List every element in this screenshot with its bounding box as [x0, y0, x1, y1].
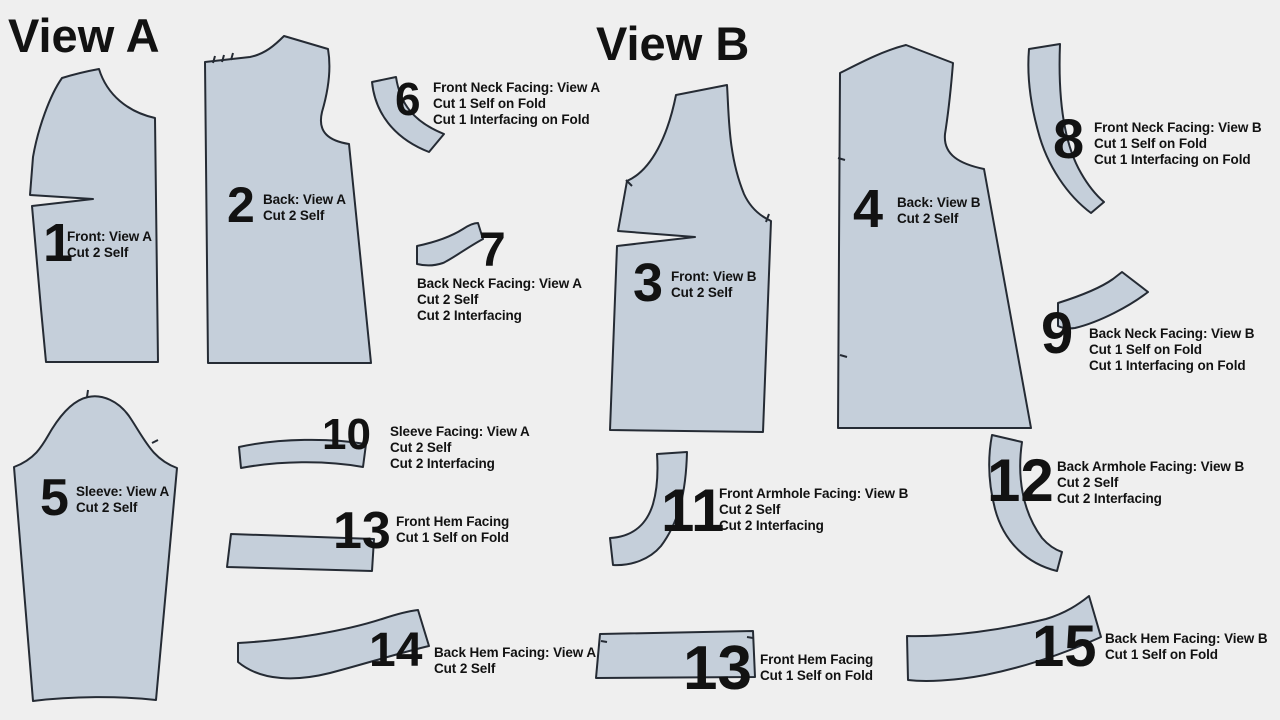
piece-1-number: 1: [43, 213, 74, 273]
piece-7-label-line-2: Cut 2 Self: [417, 292, 479, 307]
piece-3-label: Front: View B Cut 2 Self: [671, 269, 757, 301]
piece-2-back-view-a-shape: [204, 35, 372, 364]
piece-11-label-line-3: Cut 2 Interfacing: [719, 518, 824, 533]
piece-13-front-hem-facing-b-shape: [595, 630, 756, 679]
piece-12-back-armhole-facing-b-shape: [988, 434, 1063, 572]
piece-1-label-line-2: Cut 2 Self: [67, 245, 129, 260]
piece-7-number: 7: [479, 224, 506, 277]
piece-11-label: Front Armhole Facing: View B Cut 2 Self …: [719, 486, 908, 534]
view-a-title: View A: [8, 9, 160, 62]
piece-7-label-line-1: Back Neck Facing: View A: [417, 276, 582, 291]
piece-8-label-line-2: Cut 1 Self on Fold: [1094, 136, 1207, 151]
piece-12-label: Back Armhole Facing: View B Cut 2 Self C…: [1057, 459, 1244, 507]
piece-4-label: Back: View B Cut 2 Self: [897, 195, 980, 227]
piece-1-label-line-1: Front: View A: [67, 229, 152, 244]
piece-6-front-neck-facing-a-shape: [371, 76, 445, 153]
piece-13b-label-line-1: Front Hem Facing: [760, 652, 874, 667]
piece-13a-number: 13: [333, 502, 391, 560]
piece-2-number: 2: [227, 177, 255, 233]
piece-10-number: 10: [322, 410, 371, 459]
piece-10-label: Sleeve Facing: View A Cut 2 Self Cut 2 I…: [390, 424, 530, 472]
piece-3-label-line-1: Front: View B: [671, 269, 757, 284]
piece-13a-label: Front Hem Facing Cut 1 Self on Fold: [396, 514, 509, 546]
piece-5-sleeve-view-a-shape: [13, 395, 178, 702]
piece-11-label-line-1: Front Armhole Facing: View B: [719, 486, 909, 501]
piece-3-label-line-2: Cut 2 Self: [671, 285, 733, 300]
piece-10-label-line-1: Sleeve Facing: View A: [390, 424, 530, 439]
piece-9-label-line-3: Cut 1 Interfacing on Fold: [1089, 358, 1246, 373]
piece-1-front-view-a-shape: [29, 68, 159, 363]
piece-12-label-line-1: Back Armhole Facing: View B: [1057, 459, 1245, 474]
piece-4-label-line-1: Back: View B: [897, 195, 981, 210]
piece-12-number: 12: [987, 447, 1054, 514]
piece-5-number: 5: [40, 469, 69, 527]
piece-7-back-neck-facing-a-shape: [416, 222, 484, 267]
piece-8-number: 8: [1053, 107, 1085, 170]
piece-7-label: Back Neck Facing: View A Cut 2 Self Cut …: [417, 276, 582, 324]
piece-8-label-line-1: Front Neck Facing: View B: [1094, 120, 1262, 135]
piece-11-label-line-2: Cut 2 Self: [719, 502, 781, 517]
piece-9-back-neck-facing-b-shape: [1057, 271, 1149, 330]
piece-13b-number: 13: [683, 634, 752, 703]
piece-6-label: Front Neck Facing: View A Cut 1 Self on …: [433, 80, 600, 128]
piece-5-label-line-1: Sleeve: View A: [76, 484, 170, 499]
piece-6-label-line-3: Cut 1 Interfacing on Fold: [433, 112, 590, 127]
piece-5-label: Sleeve: View A Cut 2 Self: [76, 484, 169, 516]
piece-10-label-line-2: Cut 2 Self: [390, 440, 452, 455]
piece-8-label: Front Neck Facing: View B Cut 1 Self on …: [1094, 120, 1262, 168]
piece-4-number: 4: [853, 179, 884, 239]
piece-12-label-line-2: Cut 2 Self: [1057, 475, 1119, 490]
piece-6-label-line-2: Cut 1 Self on Fold: [433, 96, 546, 111]
piece-6-number: 6: [395, 73, 421, 125]
piece-13b-label-line-2: Cut 1 Self on Fold: [760, 668, 873, 683]
piece-3-front-view-b-shape: [609, 84, 772, 433]
piece-3-number: 3: [633, 253, 664, 313]
piece-13b-label: Front Hem Facing Cut 1 Self on Fold: [760, 652, 873, 684]
piece-13a-label-line-2: Cut 1 Self on Fold: [396, 530, 509, 545]
piece-10-sleeve-facing-a-shape: [238, 438, 367, 469]
piece-2-label-line-2: Cut 2 Self: [263, 208, 325, 223]
piece-14-back-hem-facing-a-shape: [237, 609, 430, 680]
piece-12-label-line-3: Cut 2 Interfacing: [1057, 491, 1162, 506]
piece-8-label-line-3: Cut 1 Interfacing on Fold: [1094, 152, 1251, 167]
piece-9-label-line-1: Back Neck Facing: View B: [1089, 326, 1255, 341]
piece-14-number: 14: [369, 624, 423, 677]
piece-14-label-line-2: Cut 2 Self: [434, 661, 496, 676]
piece-1-label: Front: View A Cut 2 Self: [67, 229, 152, 261]
piece-10-label-line-3: Cut 2 Interfacing: [390, 456, 495, 471]
piece-2-label-line-1: Back: View A: [263, 192, 346, 207]
piece-5-label-line-2: Cut 2 Self: [76, 500, 138, 515]
piece-2-label: Back: View A Cut 2 Self: [263, 192, 346, 224]
piece-8-front-neck-facing-b-shape: [1027, 43, 1105, 214]
piece-15-label-line-2: Cut 1 Self on Fold: [1105, 647, 1218, 662]
view-b-title: View B: [596, 17, 750, 70]
piece-4-label-line-2: Cut 2 Self: [897, 211, 959, 226]
piece-11-number: 11: [661, 477, 725, 544]
piece-11-front-armhole-facing-b-shape: [609, 451, 688, 567]
piece-15-label-line-1: Back Hem Facing: View B: [1105, 631, 1268, 646]
piece-6-label-line-1: Front Neck Facing: View A: [433, 80, 601, 95]
piece-9-label-line-2: Cut 1 Self on Fold: [1089, 342, 1202, 357]
piece-4-back-view-b-shape: [837, 44, 1032, 429]
piece-7-label-line-3: Cut 2 Interfacing: [417, 308, 522, 323]
piece-15-back-hem-facing-b-shape: [906, 595, 1102, 682]
notch-marks: [86, 52, 848, 643]
piece-15-label: Back Hem Facing: View B Cut 1 Self on Fo…: [1105, 631, 1268, 663]
piece-14-label: Back Hem Facing: View A Cut 2 Self: [434, 645, 596, 677]
piece-9-number: 9: [1041, 301, 1074, 366]
piece-15-number: 15: [1032, 614, 1097, 679]
piece-13-front-hem-facing-a-shape: [226, 533, 375, 572]
piece-9-label: Back Neck Facing: View B Cut 1 Self on F…: [1089, 326, 1255, 374]
piece-13a-label-line-1: Front Hem Facing: [396, 514, 510, 529]
piece-14-label-line-1: Back Hem Facing: View A: [434, 645, 597, 660]
